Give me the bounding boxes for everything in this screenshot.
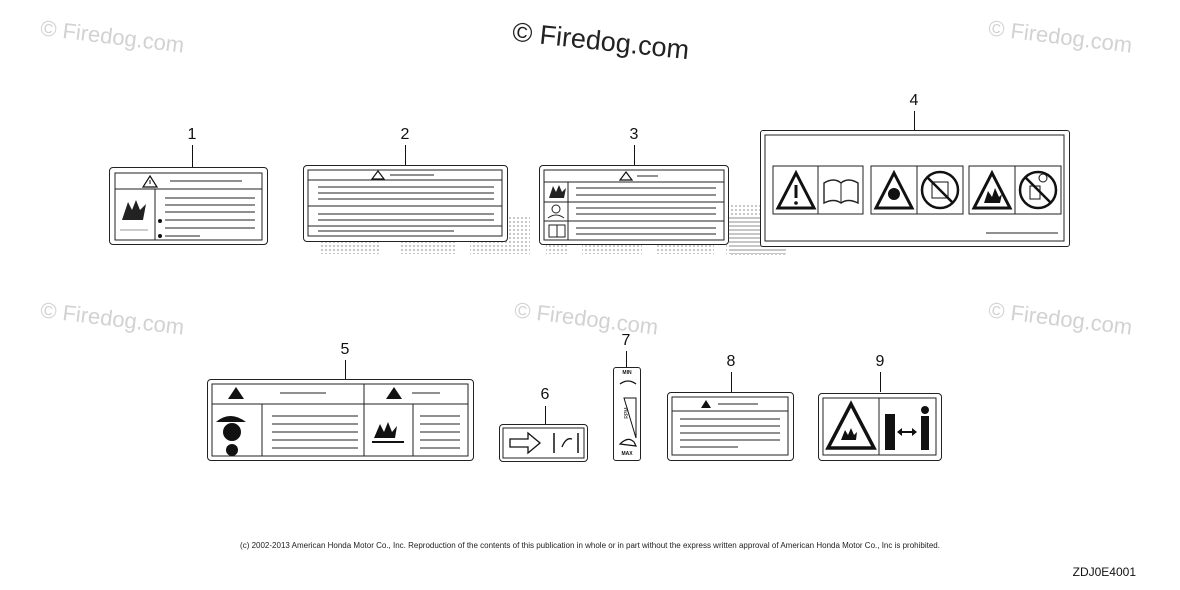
label-2-art	[307, 169, 503, 237]
warning-triangle-icon	[618, 171, 634, 181]
label-7-max-text: MAX	[621, 451, 633, 457]
callout-7: 7	[621, 332, 631, 349]
callout-8: 8	[726, 353, 736, 370]
callout-2: 2	[400, 126, 410, 143]
read-manual-book-icon	[823, 179, 859, 205]
no-enclosed-space-icon	[920, 170, 960, 210]
rabbit-fast-icon	[618, 438, 638, 447]
callout-6: 6	[540, 386, 550, 403]
leader-8	[731, 372, 732, 392]
person-icon	[921, 406, 929, 414]
label-6-art	[502, 427, 585, 459]
callout-1: 1	[187, 126, 197, 143]
watermark-mid-right: © Firedog.com	[987, 297, 1134, 340]
warning-triangle-icon	[386, 387, 402, 399]
hot-surface-warning-icon	[825, 400, 877, 450]
label-6-direction[interactable]	[499, 424, 588, 462]
turtle-slow-icon	[619, 380, 637, 385]
label-2-warning[interactable]	[303, 165, 508, 242]
callout-3: 3	[629, 126, 639, 143]
warning-triangle-icon	[141, 174, 159, 188]
label-4-pictogram[interactable]	[760, 130, 1070, 247]
warning-triangle-icon	[701, 400, 711, 408]
callout-9: 9	[875, 353, 885, 370]
leader-3	[634, 145, 635, 165]
person-hazard-icon	[223, 423, 241, 441]
label-7-throttle[interactable]: MIN RPM MAX	[613, 367, 641, 461]
label-7-min-text: MIN	[622, 370, 632, 376]
leader-5	[345, 360, 346, 379]
no-refuel-running-icon	[1018, 170, 1058, 210]
warning-triangle-icon	[775, 169, 817, 210]
label-3-warning[interactable]	[539, 165, 729, 245]
hot-surface-hand-icon	[374, 422, 397, 438]
fire-warning-icon	[971, 169, 1013, 210]
leader-7	[626, 351, 627, 367]
watermark-mid-left: © Firedog.com	[39, 297, 186, 340]
label-1-warning[interactable]	[109, 167, 268, 245]
label-9-pictogram[interactable]	[818, 393, 942, 461]
arrow-right-icon	[509, 431, 542, 455]
label-4-art	[764, 134, 1065, 242]
warning-triangle-icon	[228, 387, 244, 399]
label-5-warning[interactable]	[207, 379, 474, 461]
fire-hazard-icon	[122, 200, 146, 220]
label-1-art	[114, 172, 263, 241]
warning-triangle-icon	[370, 170, 386, 180]
label-7-art	[618, 380, 638, 447]
choke-lever-icon	[561, 438, 573, 448]
label-8-art	[671, 396, 789, 456]
watermark-top-left: © Firedog.com	[39, 15, 186, 58]
toxic-exhaust-warning-icon	[873, 169, 915, 210]
leader-9	[880, 372, 881, 392]
callout-4: 4	[909, 92, 919, 109]
copyright-notice: (c) 2002-2013 American Honda Motor Co., …	[240, 541, 940, 550]
leader-1	[192, 145, 193, 167]
exhaust-gas-icon	[551, 204, 561, 214]
fire-hazard-icon	[549, 185, 566, 198]
leader-4	[914, 111, 915, 130]
watermark-main: © Firedog.com	[510, 16, 691, 66]
label-9-art	[822, 397, 937, 456]
callout-5: 5	[340, 341, 350, 358]
watermark-top-right: © Firedog.com	[987, 15, 1134, 58]
leader-6	[545, 406, 546, 424]
machine-block-icon	[885, 414, 895, 450]
leader-2	[405, 145, 406, 165]
label-5-art	[211, 383, 469, 457]
watermark-mid-center: © Firedog.com	[513, 297, 660, 340]
label-3-art	[543, 169, 725, 241]
diagram-code: ZDJ0E4001	[1072, 565, 1136, 579]
label-8-warning[interactable]	[667, 392, 794, 461]
